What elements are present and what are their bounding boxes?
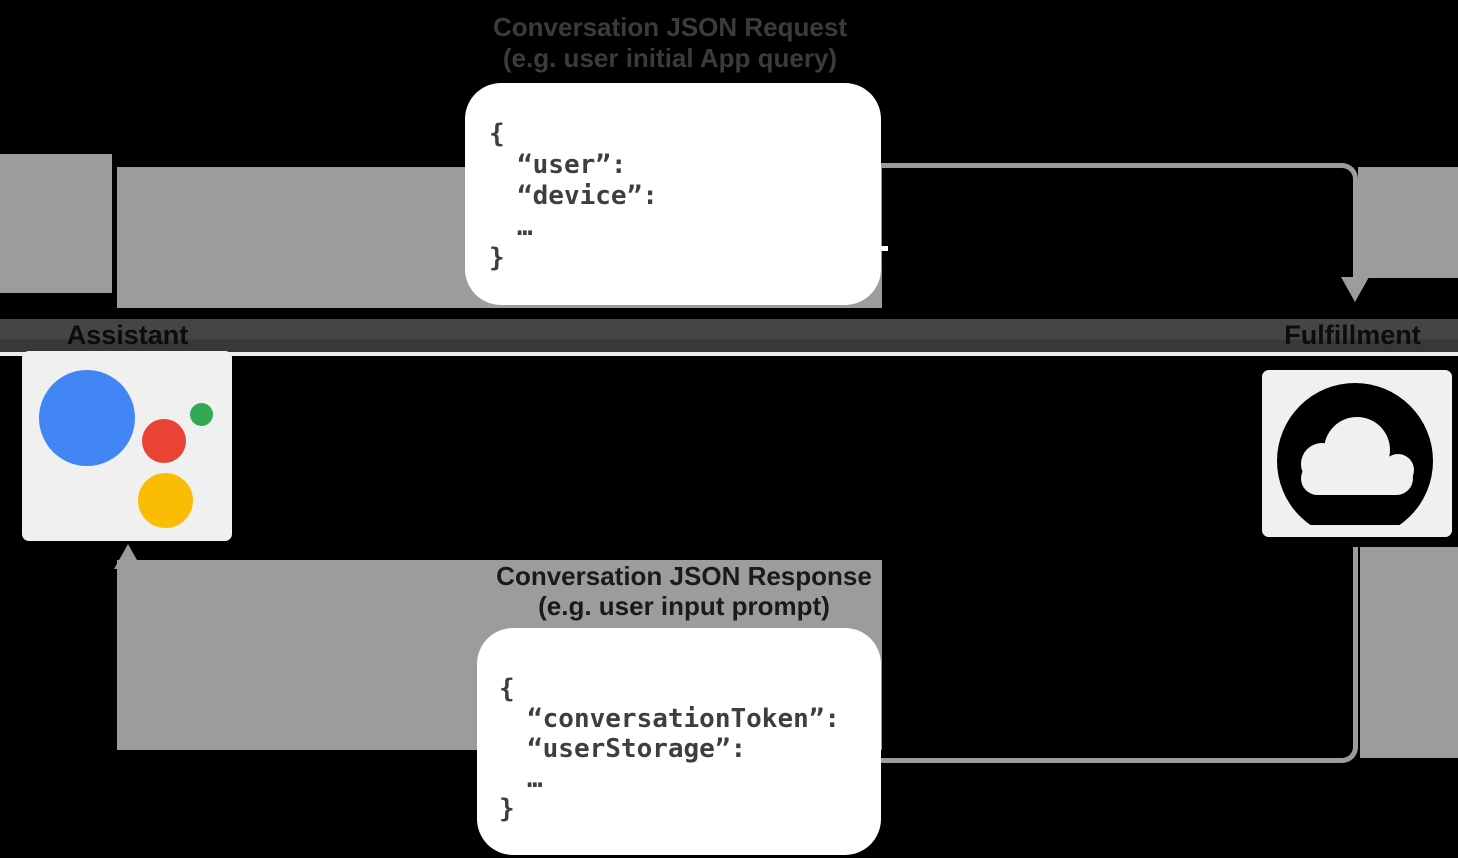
code-line: } <box>499 794 515 824</box>
request-title: Conversation JSON Request <box>493 12 847 42</box>
code-line: … <box>527 764 543 794</box>
code-line: { <box>489 119 505 149</box>
code-line: “user”: <box>517 150 627 180</box>
code-line: “device”: <box>517 181 658 211</box>
request-arrow-right-segment <box>1358 167 1458 278</box>
assistant-label: Assistant <box>66 320 189 350</box>
response-json-callout: { “conversationToken”: “userStorage”: … … <box>477 628 881 855</box>
callout-connector-tick <box>878 246 888 251</box>
code-line: “userStorage”: <box>527 734 747 764</box>
response-arrow-right-segment <box>1360 547 1458 758</box>
code-line: { <box>499 674 515 704</box>
google-assistant-logo-red-dot <box>142 419 186 463</box>
response-subtitle: (e.g. user input prompt) <box>538 591 830 621</box>
google-assistant-logo-green-dot <box>190 403 213 426</box>
request-subtitle: (e.g. user initial App query) <box>502 43 838 73</box>
request-arrowhead-icon <box>1341 277 1369 302</box>
code-line: } <box>489 243 505 273</box>
response-title: Conversation JSON Response <box>496 561 872 591</box>
fulfillment-card <box>1262 370 1452 537</box>
cloud-icon-body <box>1301 462 1413 495</box>
google-assistant-logo-blue-dot <box>39 370 135 466</box>
response-arrow-connector <box>880 547 1358 763</box>
fulfillment-label: Fulfillment <box>1284 320 1421 350</box>
assistant-card <box>22 351 232 541</box>
google-assistant-logo-yellow-dot <box>138 473 193 528</box>
request-arrow-tail-segment <box>0 154 112 293</box>
actor-label-band <box>0 319 1458 352</box>
band-divider-line <box>0 352 1458 356</box>
request-json-callout: { “user”: “device”: … } <box>465 83 881 305</box>
cloud-icon-flat-base <box>1262 525 1452 537</box>
request-arrow-connector <box>880 163 1358 285</box>
response-arrowhead-icon <box>114 544 142 569</box>
code-line: “conversationToken”: <box>527 704 841 734</box>
code-line: … <box>517 212 533 242</box>
